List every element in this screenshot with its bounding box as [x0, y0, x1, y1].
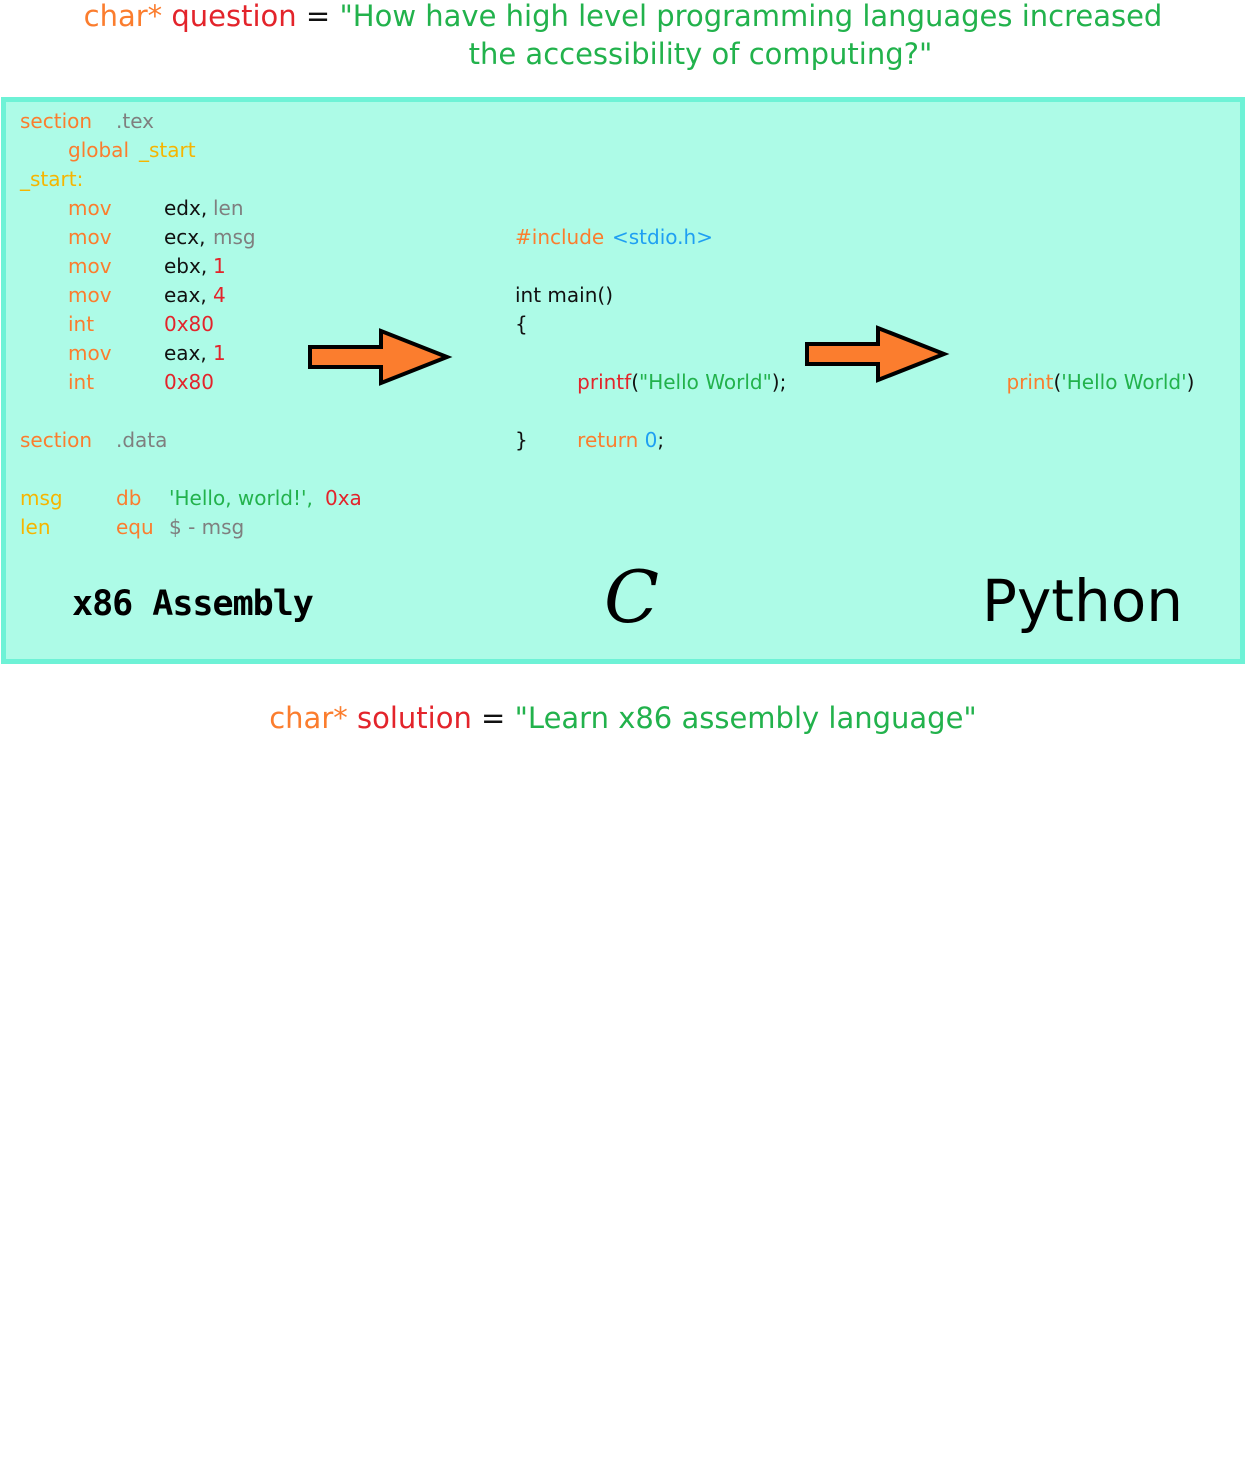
c-printf-close: );: [771, 370, 787, 394]
asm-msg-string: 'Hello, world!',: [169, 486, 313, 510]
asm-arg: 1: [213, 341, 226, 365]
footer-equals: =: [481, 701, 506, 735]
c-return-kw: return: [577, 428, 639, 452]
asm-msg-newline: 0xa: [325, 486, 362, 510]
asm-len-expr: $ - msg: [169, 515, 245, 539]
c-printf-line: printf("Hello World");: [539, 339, 786, 426]
c-return-line: return 0;: [539, 397, 664, 484]
c-return-value: 0: [644, 428, 658, 452]
asm-arg: 4: [213, 283, 226, 307]
asm-op: mov: [68, 225, 112, 249]
asm-section-kw: section: [20, 109, 93, 133]
asm-arg: 0x80: [164, 312, 215, 336]
c-return-semicolon: ;: [657, 428, 665, 452]
c-printf-open: (: [631, 370, 640, 394]
asm-reg: ebx,: [164, 254, 208, 278]
asm-arg: 1: [213, 254, 226, 278]
c-include-kw: #include: [515, 225, 605, 249]
py-print-fn: print: [1006, 370, 1054, 394]
asm-reg: eax,: [164, 341, 207, 365]
c-include-header: <stdio.h>: [612, 225, 713, 249]
asm-global-symbol: _start: [139, 138, 196, 162]
python-code-block: print('Hello World'): [981, 339, 1194, 426]
py-string: 'Hello World': [1061, 370, 1187, 394]
header-question-text-2: the accessibility of computing?": [468, 37, 933, 71]
c-close-brace: }: [515, 428, 528, 452]
c-open-brace: {: [515, 312, 528, 336]
asm-reg: edx,: [164, 196, 208, 220]
solution-line: char* solution = "Learn x86 assembly lan…: [0, 699, 1246, 737]
asm-section-name: .tex: [116, 109, 154, 133]
header-question-text-1: "How have high level programming languag…: [339, 0, 1163, 33]
asm-msg-label: msg: [20, 486, 63, 510]
header-type-keyword: char*: [83, 0, 163, 33]
c-main-signature: int main(): [515, 283, 614, 307]
asm-data-section-kw: section: [20, 428, 93, 452]
right-arrow-icon: [805, 325, 950, 383]
asm-reg: eax,: [164, 283, 207, 307]
footer-type-keyword: char*: [269, 701, 348, 735]
question-line-2: the accessibility of computing?": [0, 35, 1246, 73]
asm-global-kw: global: [68, 138, 129, 162]
c-printf-fn: printf: [577, 370, 632, 394]
header-equals: =: [305, 0, 331, 33]
footer-solution-text: "Learn x86 assembly language": [514, 701, 977, 735]
py-close-paren: ): [1186, 370, 1195, 394]
footer-variable: solution: [356, 701, 472, 735]
asm-data-section-name: .data: [116, 428, 168, 452]
right-arrow-icon: [308, 328, 453, 386]
asm-op: mov: [68, 283, 112, 307]
python-language-label: Python: [982, 567, 1184, 635]
py-open-paren: (: [1053, 370, 1062, 394]
asm-db-kw: db: [116, 486, 142, 510]
asm-len-label: len: [20, 515, 51, 539]
c-printf-string: "Hello World": [639, 370, 772, 394]
header-variable: question: [171, 0, 297, 33]
asm-arg: 0x80: [164, 370, 215, 394]
asm-language-label: x86 Assembly: [72, 584, 314, 624]
asm-start-label: _start:: [20, 167, 84, 191]
asm-arg: msg: [213, 225, 256, 249]
asm-op: int: [68, 312, 95, 336]
asm-equ-kw: equ: [116, 515, 154, 539]
asm-code-block: section .tex global _start _start: mov e…: [20, 107, 362, 1470]
asm-op: mov: [68, 341, 112, 365]
asm-op: mov: [68, 196, 112, 220]
asm-op: int: [68, 370, 95, 394]
comparison-panel: section .tex global _start _start: mov e…: [1, 97, 1245, 664]
c-code-block: #include <stdio.h> int main() { printf("…: [515, 223, 786, 600]
asm-reg: ecx,: [164, 225, 206, 249]
asm-op: mov: [68, 254, 112, 278]
asm-arg: len: [213, 196, 244, 220]
c-language-label: C: [604, 555, 660, 639]
question-line-1: char* question = "How have high level pr…: [0, 0, 1246, 35]
